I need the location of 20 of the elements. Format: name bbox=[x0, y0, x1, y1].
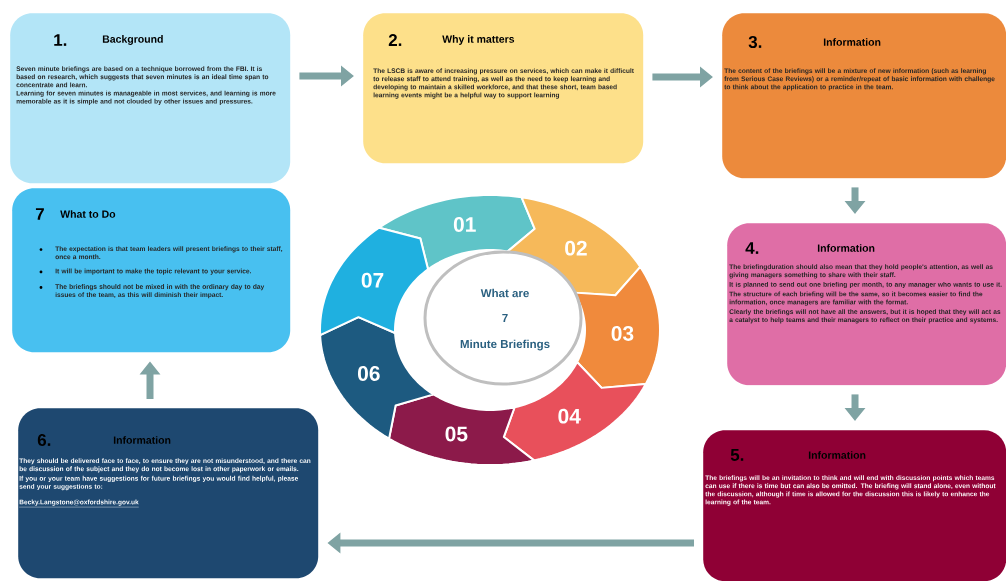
card-heading: What to Do bbox=[60, 210, 116, 218]
step-number: 3. bbox=[748, 35, 762, 49]
card-heading: Information bbox=[823, 38, 881, 46]
chevron-segment: 01 bbox=[378, 194, 536, 271]
chevron-segment: 07 bbox=[319, 226, 430, 337]
card-heading: Information bbox=[808, 451, 866, 459]
card-heading: Why it matters bbox=[442, 35, 515, 45]
step-number: 1. bbox=[54, 34, 67, 46]
step-number: 7 bbox=[35, 208, 44, 220]
step-number: 6. bbox=[37, 434, 51, 447]
step-number: 2. bbox=[388, 34, 402, 46]
card-heading: Information bbox=[817, 244, 875, 252]
card-heading: Background bbox=[102, 35, 163, 45]
chevron-segment: 04 bbox=[502, 361, 647, 462]
chevron-segment: 05 bbox=[388, 393, 535, 466]
step-number: 5. bbox=[730, 449, 744, 461]
card-heading: Information bbox=[113, 436, 171, 444]
chevron-segment: 03 bbox=[573, 265, 661, 389]
step-number: 4. bbox=[745, 242, 759, 254]
chevron-segment: 06 bbox=[319, 316, 435, 440]
